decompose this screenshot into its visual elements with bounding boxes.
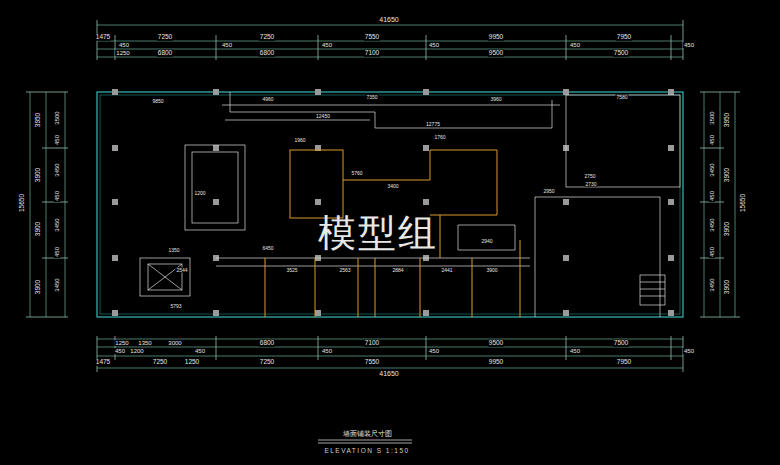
dimension-value: 3500 [54, 110, 60, 125]
dimension-value: 3450 [54, 277, 60, 292]
dimension-value: 3450 [54, 162, 60, 177]
dimension-value: 3900 [724, 167, 731, 183]
watermark: 模型组 [317, 214, 439, 252]
dimension-value: 3960 [489, 97, 502, 102]
dimension-value: 7250 [152, 359, 168, 366]
dimension-value: 7580 [615, 95, 628, 100]
dimension-value: 7250 [259, 359, 275, 366]
dimension-value: 450 [709, 134, 715, 146]
dimension-value: 450 [709, 246, 715, 258]
dimension-value: 9500 [488, 50, 504, 57]
dimension-value: 450 [114, 348, 126, 354]
dimension-value: 4960 [261, 97, 274, 102]
dimension-value: 9950 [488, 359, 504, 366]
dimension-value: 15650 [740, 193, 747, 213]
dimension-value: 3900 [35, 167, 42, 183]
drawing-title: 墙面铺装尺寸图 [342, 431, 393, 438]
dimension-value: 12450 [315, 114, 331, 119]
dimension-value: 2441 [440, 268, 453, 273]
dimension-value: 3950 [724, 112, 731, 128]
dimension-value: 7950 [616, 359, 632, 366]
dimension-value: 3900 [485, 268, 498, 273]
dimension-value: 3450 [709, 217, 715, 232]
dimension-value: 3500 [709, 110, 715, 125]
dimension-value: 450 [221, 42, 233, 48]
dimension-value: 1760 [433, 135, 446, 140]
dimension-value: 12775 [425, 122, 441, 127]
dimension-value: 41650 [378, 370, 399, 377]
dimension-value: 2563 [338, 268, 351, 273]
dimension-value: 3450 [54, 217, 60, 232]
dimension-value: 2544 [175, 268, 188, 273]
dimension-value: 1250 [115, 50, 130, 56]
dimension-value: 450 [683, 348, 695, 354]
dimension-value: 1250 [184, 359, 200, 366]
dimension-value: 6800 [259, 50, 275, 57]
dimension-value: 6800 [259, 340, 275, 347]
dimension-value: 450 [194, 348, 206, 354]
dimension-value: 7250 [157, 34, 173, 41]
dimension-value: 5793 [169, 304, 182, 309]
dimension-value: 1200 [193, 191, 206, 196]
dimension-value: 3525 [285, 268, 298, 273]
dimension-value: 7500 [613, 50, 629, 57]
dimension-value: 7950 [616, 34, 632, 41]
dimension-value: 9500 [488, 340, 504, 347]
dimension-value: 450 [428, 348, 440, 354]
dimension-value: 450 [428, 42, 440, 48]
dimension-value: 450 [683, 42, 695, 48]
dimension-value: 7500 [613, 340, 629, 347]
dimension-value: 1350 [137, 340, 152, 346]
dimension-value: 450 [321, 42, 333, 48]
dimension-value: 450 [569, 42, 581, 48]
dimension-value: 3450 [709, 277, 715, 292]
dimension-value: 3900 [35, 279, 42, 295]
dimension-value: 450 [709, 190, 715, 202]
dimension-value: 2940 [480, 239, 493, 244]
dimension-value: 450 [321, 348, 333, 354]
dimension-value: 1475 [95, 359, 111, 366]
scale-caption: ELEVATION S 1:150 [323, 448, 410, 455]
dimension-value: 1200 [129, 348, 144, 354]
dimension-value: 3400 [386, 184, 399, 189]
dimension-value: 7100 [364, 340, 380, 347]
dimension-value: 6800 [157, 50, 173, 57]
dimension-value: 15650 [19, 193, 26, 213]
dimension-value: 2730 [584, 182, 597, 187]
dimension-value: 2950 [542, 189, 555, 194]
dimension-value: 3900 [724, 221, 731, 237]
dimension-value: 7550 [364, 34, 380, 41]
dimension-value: 450 [54, 134, 60, 146]
dimension-value: 6450 [261, 246, 274, 251]
dimension-value: 450 [54, 190, 60, 202]
dimension-value: 3950 [35, 112, 42, 128]
dimension-value: 7350 [365, 95, 378, 100]
dimension-value: 7100 [364, 50, 380, 57]
dimension-value: 1350 [167, 248, 180, 253]
dimension-value: 2884 [391, 268, 404, 273]
dimension-value: 3000 [167, 340, 182, 346]
dimension-value: 450 [118, 42, 130, 48]
dimension-value: 1960 [293, 138, 306, 143]
dimension-value: 3900 [35, 221, 42, 237]
dimension-value: 41650 [378, 16, 399, 23]
dimension-value: 450 [54, 246, 60, 258]
dimension-value: 5760 [350, 171, 363, 176]
dimension-value: 1475 [95, 34, 111, 41]
dimension-value: 3900 [724, 279, 731, 295]
dimension-value: 9850 [151, 99, 164, 104]
dimension-value: 7250 [259, 34, 275, 41]
dimension-value: 3450 [709, 162, 715, 177]
dimension-value: 450 [569, 348, 581, 354]
dimension-value: 7550 [364, 359, 380, 366]
dimension-value: 1250 [114, 340, 129, 346]
dimension-value: 2750 [583, 174, 596, 179]
dimension-value: 9950 [488, 34, 504, 41]
